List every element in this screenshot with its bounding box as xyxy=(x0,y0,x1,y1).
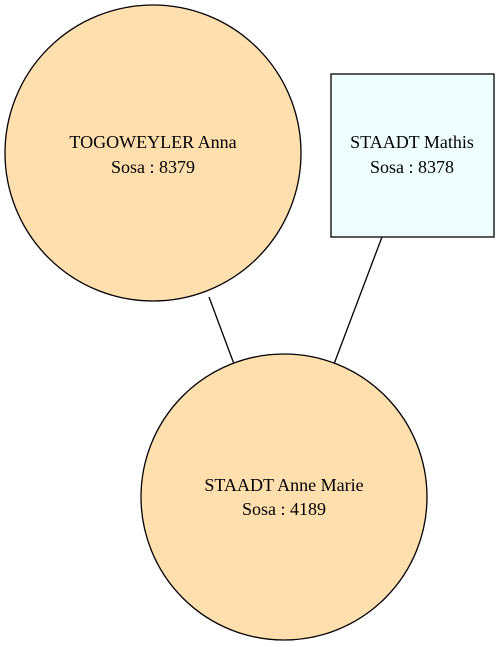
node-mother-name: TOGOWEYLER Anna xyxy=(69,132,236,152)
node-mother-circle xyxy=(4,4,302,302)
node-mother-sosa: Sosa : 8379 xyxy=(111,157,195,177)
node-staadt-mathis[interactable]: STAADT Mathis Sosa : 8378 xyxy=(330,73,495,238)
node-child-circle xyxy=(140,353,428,641)
edge-father-child xyxy=(333,236,383,365)
node-child-sosa: Sosa : 4189 xyxy=(242,499,326,519)
node-father-box xyxy=(330,73,495,238)
node-child-name: STAADT Anne Marie xyxy=(204,475,363,495)
node-father-name: STAADT Mathis xyxy=(350,132,474,152)
node-father-sosa: Sosa : 8378 xyxy=(370,157,454,177)
node-staadt-anne-marie[interactable]: STAADT Anne Marie Sosa : 4189 xyxy=(140,353,428,641)
edge-mother-child xyxy=(208,296,235,365)
node-togoweyler-anna[interactable]: TOGOWEYLER Anna Sosa : 8379 xyxy=(4,4,302,302)
